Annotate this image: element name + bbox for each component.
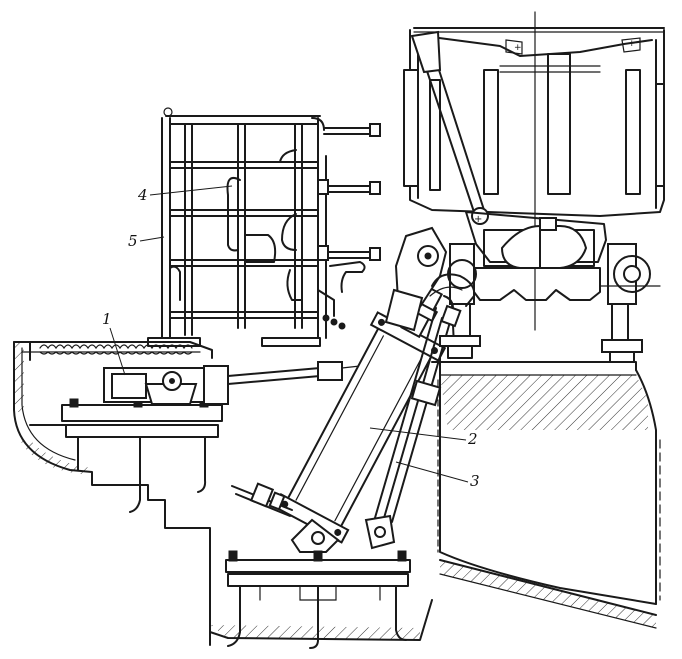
main-hydraulic-cylinder	[231, 283, 447, 553]
callout-5: 5	[128, 232, 165, 250]
drive-chain	[39, 344, 193, 355]
svg-text:+: +	[628, 39, 636, 49]
callout-label-4: 4	[137, 186, 148, 204]
cage-frame	[147, 107, 381, 347]
bottom-anchor-base	[225, 550, 411, 649]
tipping-car: + + +	[403, 11, 665, 363]
callout-label-5: 5	[128, 232, 138, 250]
support-strut	[364, 307, 451, 550]
callout-1: 1	[102, 310, 126, 376]
pivot-linkage	[384, 226, 476, 332]
left-conveyor-bed	[13, 341, 213, 359]
svg-text:+: +	[474, 214, 482, 225]
callout-3: 3	[395, 461, 480, 490]
callout-label-3: 3	[470, 472, 480, 490]
callout-2: 2	[369, 427, 478, 448]
callout-label-2: 2	[467, 430, 478, 448]
foundation-section	[13, 341, 661, 646]
callout-4: 4	[137, 185, 233, 204]
horizontal-cylinder-unit	[61, 361, 361, 513]
svg-text:+: +	[514, 43, 522, 53]
callout-labels: 1 2 3 4 5	[102, 185, 480, 490]
callout-label-1: 1	[102, 310, 112, 328]
